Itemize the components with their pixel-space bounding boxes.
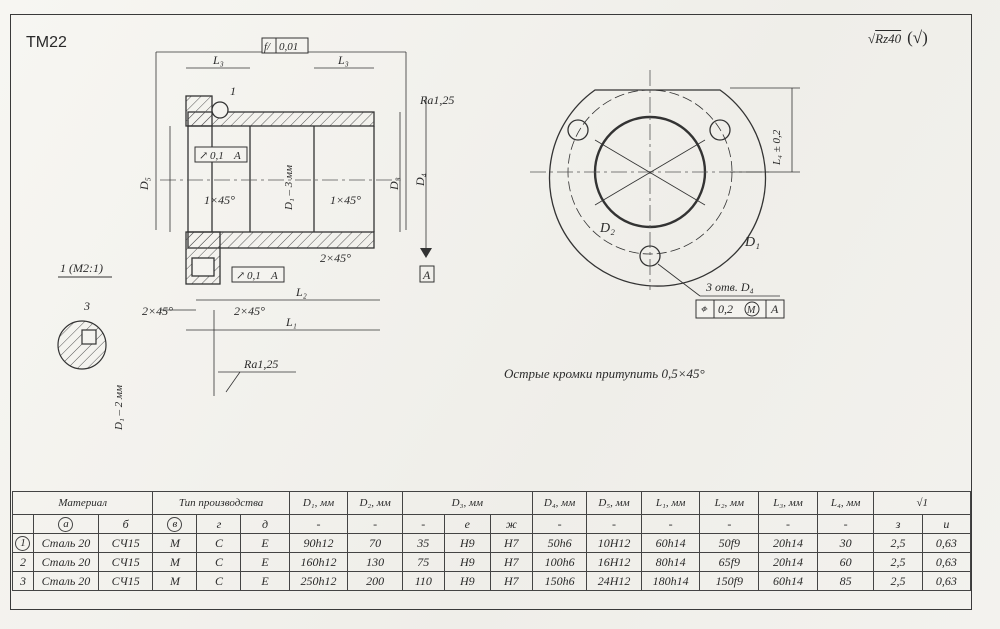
header-row: Материал Тип производства D₁, мм D₂, мм … — [11, 491, 971, 515]
detail-label: 1 (М2:1) — [60, 261, 103, 275]
svg-text:↗: ↗ — [199, 150, 208, 162]
svg-text:A: A — [270, 270, 278, 282]
flatness-value: 0,01 — [279, 41, 298, 53]
svg-text:f/: f/ — [264, 41, 271, 53]
runout-1-value: 0,1 — [210, 150, 224, 162]
drawing-code: ТМ22 — [26, 34, 67, 51]
dim-l2: L₂ — [295, 285, 307, 299]
chamfer-dim-mid: 2×45° — [234, 304, 265, 318]
svg-text:⌖: ⌖ — [700, 302, 708, 316]
dim-l3-left: L₃ — [212, 53, 224, 67]
edge-note: Острые кромки притупить 0,5×45° — [504, 366, 705, 381]
chamfer-left: 1×45° — [204, 193, 235, 207]
runout-2-value: 0,1 — [247, 270, 261, 282]
dim-l1: L₁ — [285, 315, 297, 329]
ra-top: Ra1,25 — [419, 93, 454, 107]
dim-d4: D₄ — [413, 173, 427, 187]
dim-d3: D₃ — [387, 177, 401, 191]
chamfer-dim-left: 2×45° — [142, 304, 173, 318]
datum-a: A — [422, 268, 431, 282]
dim-d1: D₁ — [744, 235, 760, 250]
rz-value: Rz40 — [875, 31, 902, 46]
svg-text:A: A — [770, 302, 779, 316]
dim-d2: D₂ — [599, 221, 615, 236]
rough-paren: (√) — [907, 28, 928, 47]
pos-m: M — [746, 305, 756, 316]
ra-bottom: Ra1,25 — [243, 357, 278, 371]
general-roughness: √Rz40(√) — [868, 28, 928, 47]
detail-dim: 3 — [83, 299, 90, 313]
svg-text:↗: ↗ — [236, 270, 245, 282]
subheader-row: а б в г д - - - е ж - - - - - - з и — [12, 514, 972, 534]
spec-table: Материал Тип производства D₁, мм D₂, мм … — [11, 491, 972, 591]
holes-label: 3 отв. D₄ — [705, 280, 754, 294]
dim-l4: L₄ ± 0,2 — [771, 129, 783, 166]
pos-tol-value: 0,2 — [718, 302, 733, 316]
leader-1: 1 — [230, 84, 236, 98]
dim-l3-right: L₃ — [337, 53, 349, 67]
detail-side-dim: D₁ – 2 мм — [113, 385, 125, 431]
dim-d5: D₅ — [137, 177, 151, 191]
dim-bore: D₁ – 3 мм — [283, 165, 295, 211]
chamfer-right: 1×45° — [330, 193, 361, 207]
drawing-frame — [10, 14, 972, 610]
chamfer-bottom: 2×45° — [320, 251, 351, 265]
svg-text:A: A — [233, 150, 241, 162]
